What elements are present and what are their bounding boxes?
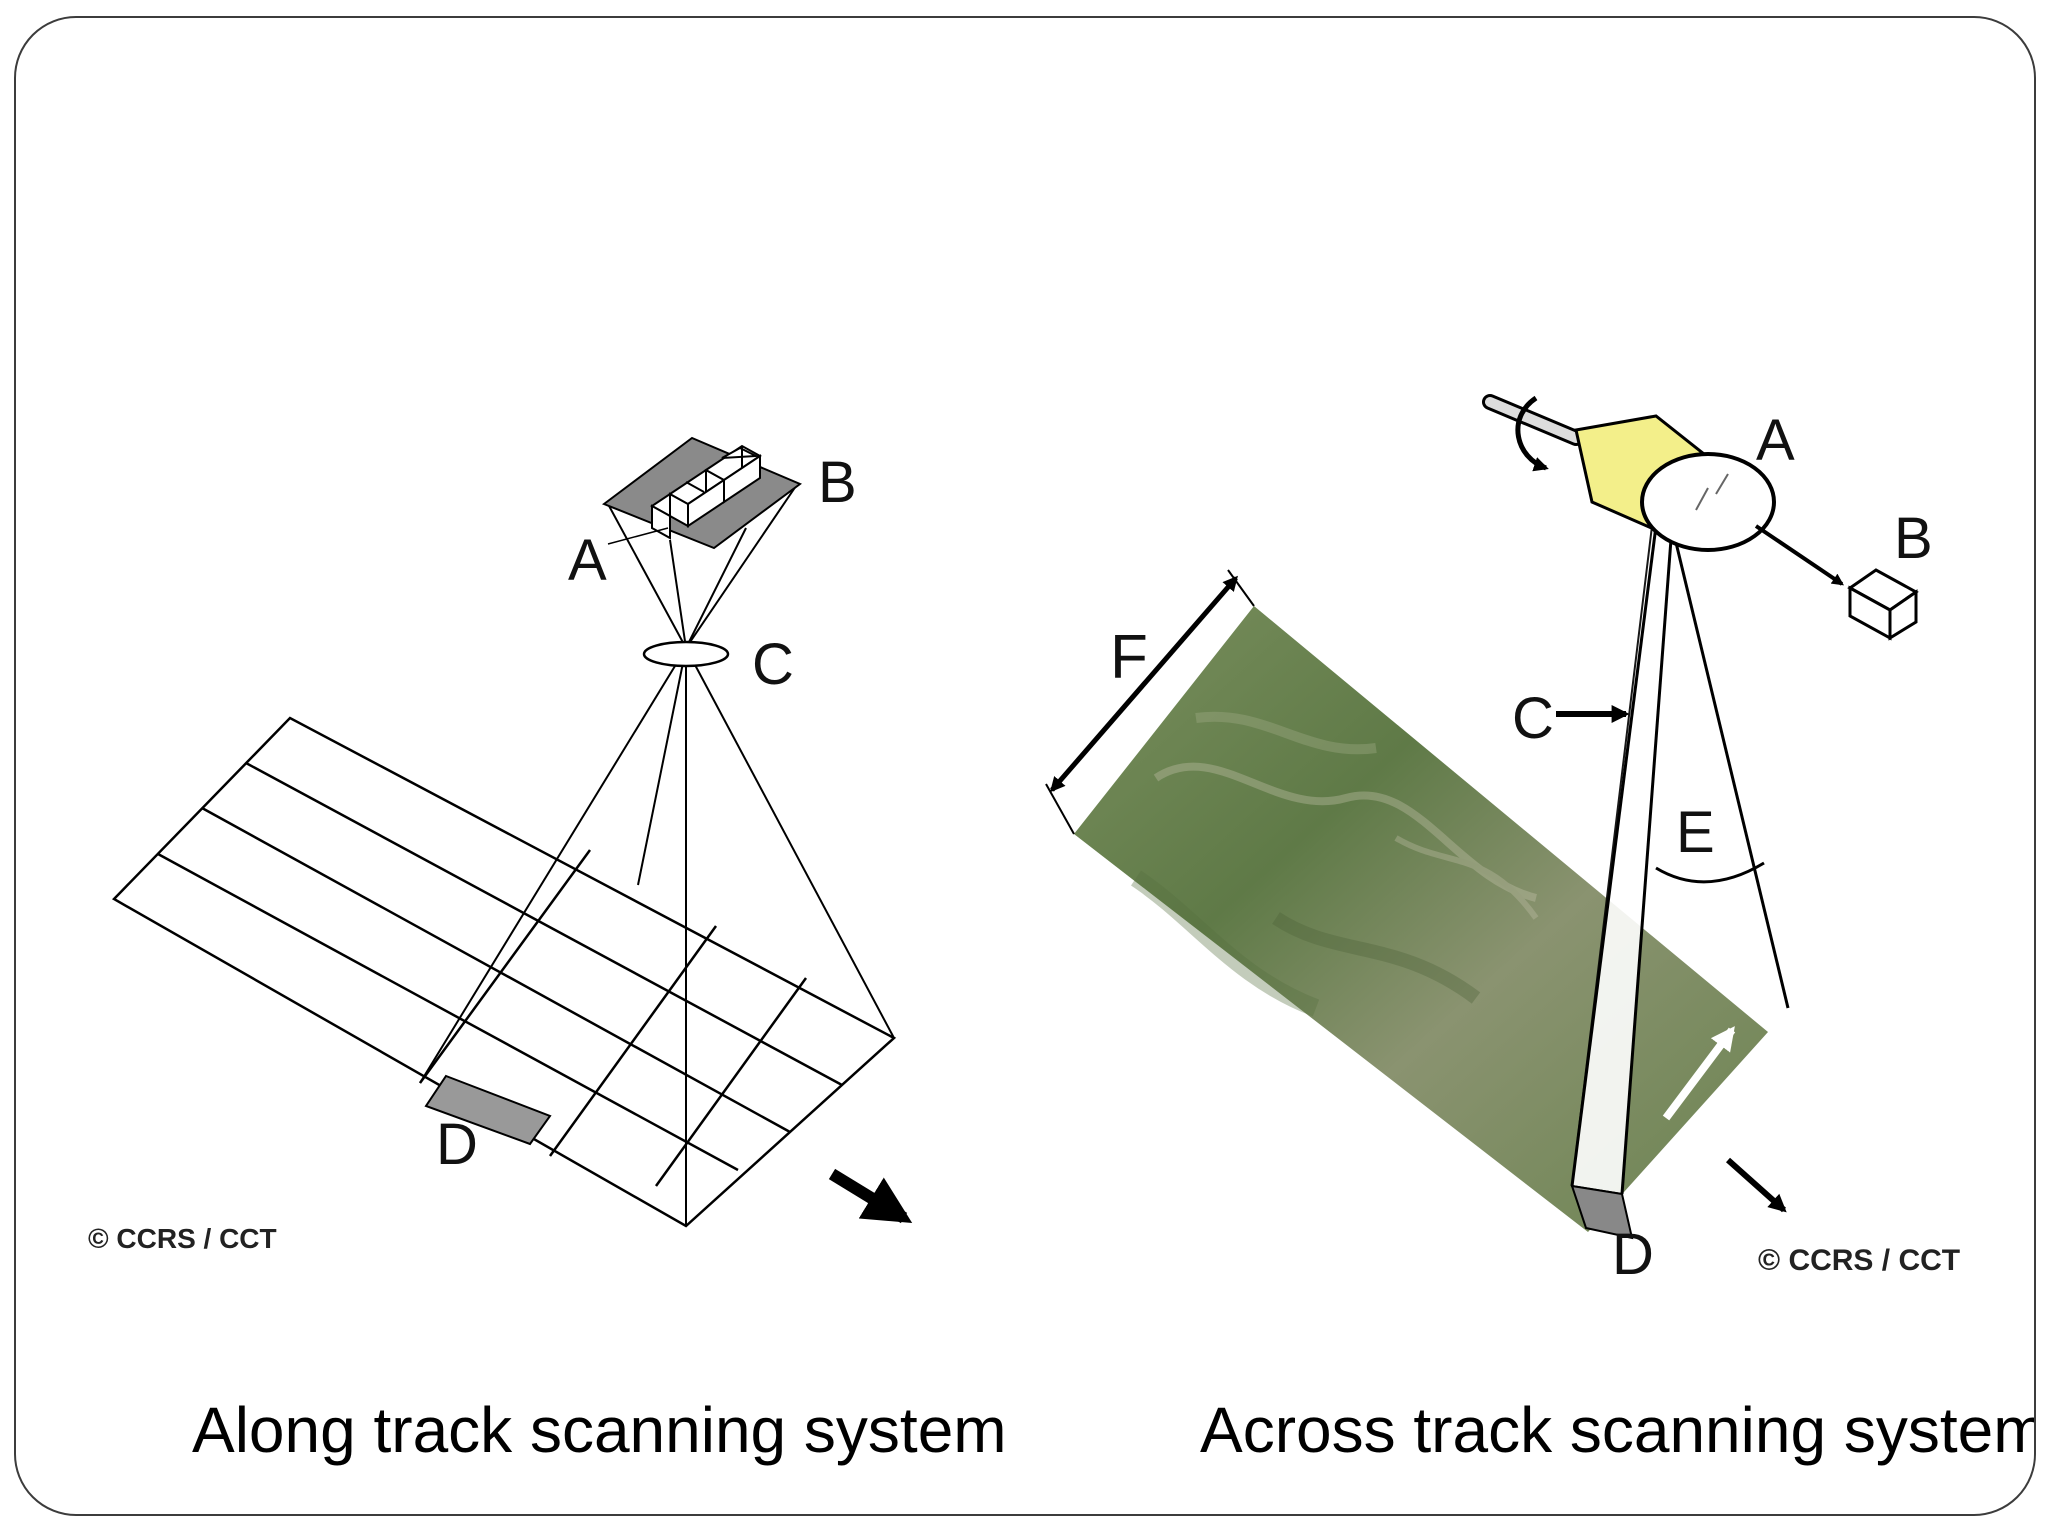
along-track-diagram: B A C D © CCRS / CCT: [88, 436, 913, 1254]
projection-lines: [419, 647, 895, 1226]
label-f-right: F: [1110, 623, 1148, 692]
detector-array-a: [650, 444, 762, 540]
label-e-right: E: [1676, 800, 1715, 865]
label-b-right: B: [1894, 506, 1933, 571]
scan-line-center: [1620, 525, 1674, 1195]
rotating-mirror: [1482, 394, 1776, 552]
caption-along-track: Along track scanning system: [192, 1394, 1007, 1466]
across-track-diagram: A B C E D F © CCRS / CCT: [1045, 394, 1960, 1287]
label-a: A: [568, 528, 607, 593]
copyright-right: © CCRS / CCT: [1758, 1244, 1960, 1277]
slide-frame: B A C D © CCRS / CCT: [14, 16, 2036, 1516]
label-c-right: C: [1512, 686, 1554, 751]
caption-across-track: Across track scanning system: [1200, 1394, 2036, 1466]
label-b: B: [818, 450, 857, 515]
ground-grid-lines: [157, 761, 843, 1187]
label-d: D: [436, 1112, 478, 1177]
scan-line-right: [1670, 525, 1790, 1009]
swath-tick-top: [1227, 569, 1255, 607]
ground-pixel-d: [1570, 1184, 1634, 1240]
optic-lines: [607, 485, 797, 649]
copyright-left: © CCRS / CCT: [88, 1223, 277, 1254]
flight-direction-arrow: [1662, 1026, 1736, 1121]
scan-line-left: [1570, 525, 1658, 1187]
signal-arrow-b: [1754, 524, 1844, 586]
label-d-right: D: [1612, 1222, 1654, 1287]
swath-width-arrow-f: [1050, 575, 1238, 793]
scanning-diagrams: B A C D © CCRS / CCT: [88, 394, 1960, 1287]
label-c: C: [752, 632, 794, 697]
mirror-face: [1640, 452, 1776, 552]
ground-cell-d: [424, 1074, 552, 1146]
swath-tick-bottom: [1045, 783, 1075, 835]
label-a-leader: [607, 527, 669, 545]
direction-arrow-right: [1726, 1157, 1787, 1213]
rotation-arrow: [1515, 395, 1549, 472]
lens-c: [642, 640, 730, 668]
label-a-right: A: [1756, 408, 1795, 473]
direction-arrow: [828, 1168, 913, 1224]
ground-swath: [111, 716, 897, 1228]
scan-angle-arc: [1655, 861, 1765, 884]
detector-b: [1847, 568, 1919, 641]
